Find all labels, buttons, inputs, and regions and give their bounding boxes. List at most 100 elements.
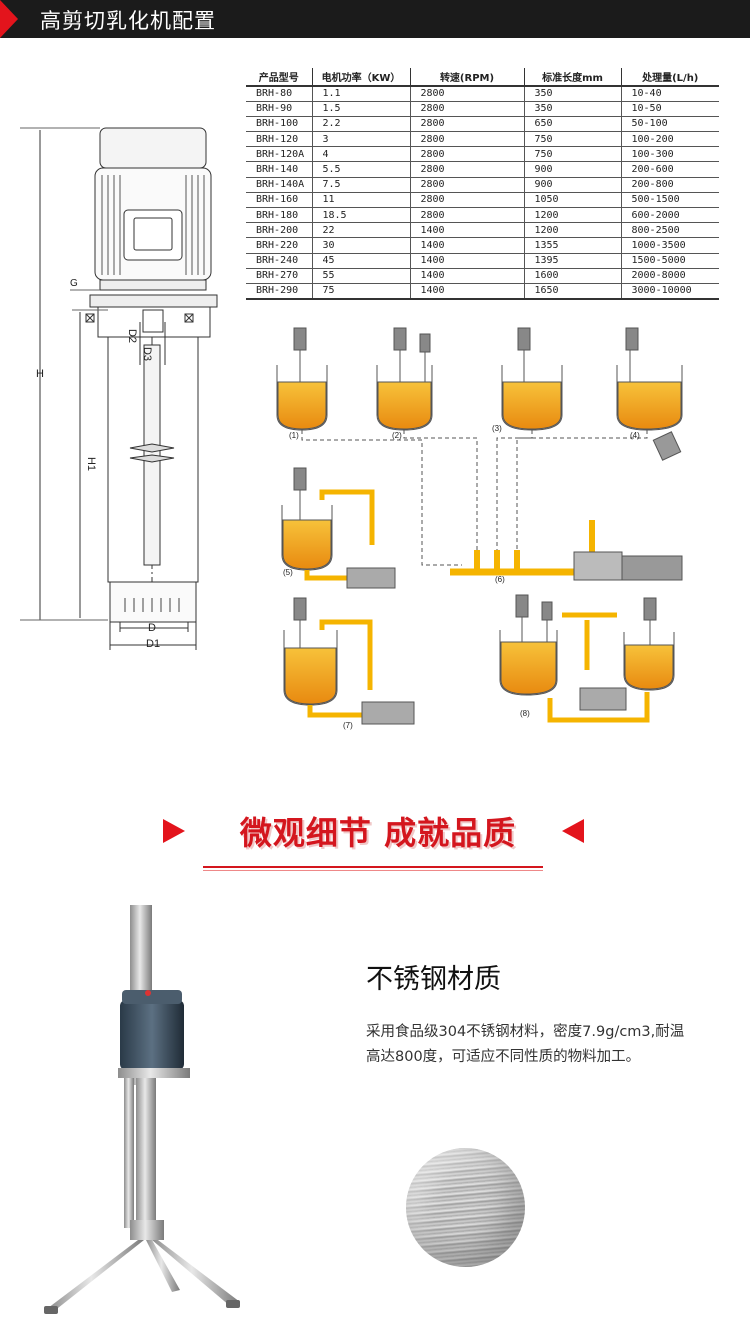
- spec-table-cell: 750: [523, 131, 621, 148]
- spec-table-header: 产品型号 电机功率（KW） 转速(RPM) 标准长度mm 处理量(L/h): [246, 68, 719, 87]
- spec-table-cell: BRH-90: [246, 101, 312, 117]
- spec-table-cell: 1000-3500: [620, 237, 719, 254]
- spec-table-cell: 55: [311, 268, 410, 284]
- spec-table-cell: 750: [523, 146, 621, 163]
- section-left-arrow-icon: [163, 819, 185, 843]
- spec-table-cell: 2800: [409, 161, 524, 178]
- spec-table-cell: 1400: [409, 253, 524, 269]
- spec-table-cell: 7.5: [311, 177, 410, 193]
- brushed-steel-sample: [406, 1148, 525, 1267]
- spec-table-cell: 100-200: [620, 131, 719, 148]
- page-title: 高剪切乳化机配置: [40, 9, 216, 33]
- col-model: 产品型号: [246, 68, 312, 87]
- spec-table-cell: 350: [523, 86, 621, 102]
- process-label-3: (3): [492, 424, 502, 433]
- material-title: 不锈钢材质: [366, 964, 501, 995]
- spec-table-cell: 1200: [523, 207, 621, 224]
- spec-table-cell: 1395: [523, 253, 621, 269]
- section-right-arrow-icon: [562, 819, 584, 843]
- spec-table-cell: 22: [311, 222, 410, 239]
- spec-table-cell: 5.5: [311, 161, 410, 178]
- process-diagram: (1) (2) (3) (4) (5) (6) (7) (8): [262, 320, 732, 740]
- spec-table-cell: 50-100: [620, 116, 719, 133]
- process-label-8: (8): [520, 709, 530, 718]
- spec-table-cell: 350: [523, 101, 621, 117]
- spec-table-cell: 2800: [409, 207, 524, 224]
- spec-table-cell: 1400: [409, 237, 524, 254]
- spec-table-cell: 2800: [409, 146, 524, 163]
- spec-table-cell: 500-1500: [620, 192, 719, 209]
- spec-table-cell: 1400: [409, 268, 524, 284]
- spec-table-cell: BRH-160: [246, 192, 312, 209]
- spec-table-cell: 1400: [409, 283, 524, 300]
- spec-table-cell: 3: [311, 131, 410, 148]
- spec-table-cell: 45: [311, 253, 410, 269]
- spec-table-cell: 1200: [523, 222, 621, 239]
- process-flow-illustration: [276, 327, 683, 725]
- dim-d-label: D: [148, 622, 156, 634]
- process-label-1: (1): [289, 431, 299, 440]
- spec-table-cell: BRH-80: [246, 86, 312, 102]
- spec-table-cell: 2.2: [311, 116, 410, 133]
- spec-table-cell: BRH-180: [246, 207, 312, 224]
- spec-table-cell: 650: [523, 116, 621, 133]
- emulsifier-outline-drawing: [20, 127, 218, 650]
- spec-table-cell: 1.5: [311, 101, 410, 117]
- spec-table-cell: 18.5: [311, 207, 410, 224]
- spec-table-cell: 2800: [409, 101, 524, 117]
- emulsifier-stand-illustration: [44, 905, 240, 1314]
- dim-h1-label: H1: [85, 456, 98, 472]
- spec-table-cell: 75: [311, 283, 410, 300]
- spec-table-cell: 600-2000: [620, 207, 719, 224]
- spec-table-cell: 1600: [523, 268, 621, 284]
- product-photo: [30, 890, 320, 1320]
- spec-table-cell: BRH-290: [246, 283, 312, 300]
- spec-table-cell: 2800: [409, 86, 524, 102]
- header-bar: 高剪切乳化机配置: [0, 0, 750, 38]
- spec-table-cell: 2800: [409, 116, 524, 133]
- spec-table-cell: 11: [311, 192, 410, 209]
- spec-table-cell: 10-40: [620, 86, 719, 102]
- spec-table-cell: 1050: [523, 192, 621, 209]
- spec-table-cell: BRH-200: [246, 222, 312, 239]
- spec-table-cell: 1400: [409, 222, 524, 239]
- dim-d3-label: D3: [141, 346, 154, 362]
- spec-table-cell: BRH-270: [246, 268, 312, 284]
- process-label-7: (7): [343, 721, 353, 730]
- spec-table-cell: 10-50: [620, 101, 719, 117]
- spec-table-cell: BRH-220: [246, 237, 312, 254]
- process-label-4: (4): [630, 431, 640, 440]
- dim-h-label: H: [36, 368, 44, 380]
- spec-table-cell: 900: [523, 161, 621, 178]
- spec-table-cell: 2000-8000: [620, 268, 719, 284]
- spec-table-cell: 1650: [523, 283, 621, 300]
- spec-table-cell: 800-2500: [620, 222, 719, 239]
- spec-table-cell: 2800: [409, 177, 524, 193]
- dim-d1-label: D1: [146, 638, 161, 650]
- spec-table-cell: 2800: [409, 192, 524, 209]
- spec-table-cell: 3000-10000: [620, 283, 719, 300]
- col-speed: 转速(RPM): [409, 68, 524, 87]
- process-label-6: (6): [495, 575, 505, 584]
- section-underline: [203, 866, 543, 868]
- spec-table-cell: 1500-5000: [620, 253, 719, 269]
- spec-table-cell: 1355: [523, 237, 621, 254]
- dim-d2-label: D2: [126, 328, 139, 344]
- col-length: 标准长度mm: [523, 68, 621, 87]
- dim-g-label: G: [70, 278, 78, 289]
- spec-table-cell: BRH-100: [246, 116, 312, 133]
